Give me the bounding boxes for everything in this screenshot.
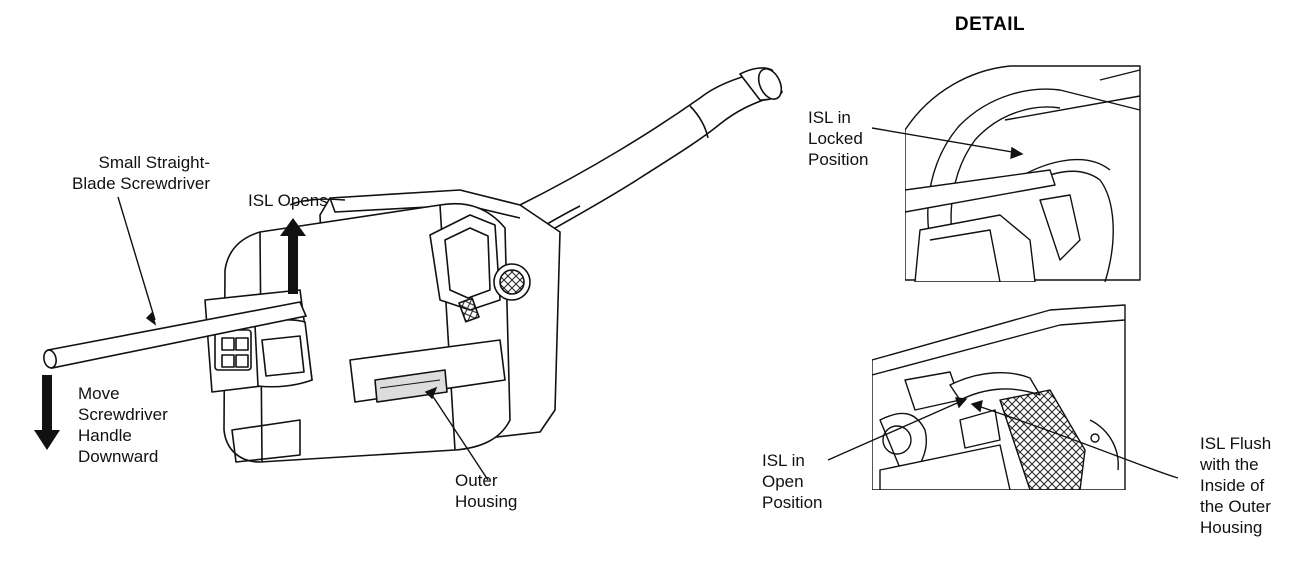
- main-leader-lines: [117, 196, 489, 481]
- label-screwdriver-line-1: Small Straight-: [98, 153, 210, 172]
- label-isl-locked-line-2: Locked: [808, 129, 863, 148]
- label-isl-flush: ISL Flush with the Inside of the Outer H…: [1200, 433, 1305, 538]
- label-isl-open: ISL in Open Position: [762, 450, 862, 513]
- label-isl-opens: ISL Opens: [248, 190, 368, 211]
- isl-opens-arrow: [280, 218, 306, 294]
- move-handle-arrow: [34, 375, 60, 450]
- label-move-handle-line-2: Screwdriver: [78, 405, 168, 424]
- label-isl-locked-line-3: Position: [808, 150, 869, 169]
- label-isl-open-line-2: Open: [762, 472, 804, 491]
- label-move-handle-line-1: Move: [78, 384, 120, 403]
- detail-title: DETAIL: [954, 14, 1026, 35]
- label-outer-housing-line-2: Housing: [455, 492, 518, 511]
- label-isl-flush-line-4: the Outer: [1200, 497, 1271, 516]
- detail-leader-lines: [827, 127, 1179, 479]
- label-move-handle-line-4: Downward: [78, 447, 159, 466]
- label-outer-housing: Outer Housing: [455, 470, 575, 512]
- label-isl-flush-line-1: ISL Flush: [1200, 434, 1272, 453]
- label-isl-open-line-1: ISL in: [762, 451, 805, 470]
- screwdriver-shaft: [43, 301, 308, 369]
- label-isl-flush-line-2: with the: [1200, 455, 1259, 474]
- label-move-handle-line-3: Handle: [78, 426, 132, 445]
- label-isl-open-line-3: Position: [762, 493, 823, 512]
- label-screwdriver: Small Straight- Blade Screwdriver: [20, 152, 210, 194]
- label-isl-locked-line-1: ISL in: [808, 108, 851, 127]
- label-isl-locked: ISL in Locked Position: [808, 107, 918, 170]
- label-isl-flush-line-5: Housing: [1200, 518, 1263, 537]
- detail-bottom-drawing: [872, 304, 1126, 490]
- detail-top-drawing: [905, 65, 1141, 282]
- label-isl-opens-line-1: ISL Opens: [248, 191, 328, 210]
- label-screwdriver-line-2: Blade Screwdriver: [72, 174, 210, 193]
- label-outer-housing-line-1: Outer: [455, 471, 498, 490]
- label-isl-flush-line-3: Inside of: [1200, 476, 1265, 495]
- label-move-handle: Move Screwdriver Handle Downward: [78, 383, 218, 467]
